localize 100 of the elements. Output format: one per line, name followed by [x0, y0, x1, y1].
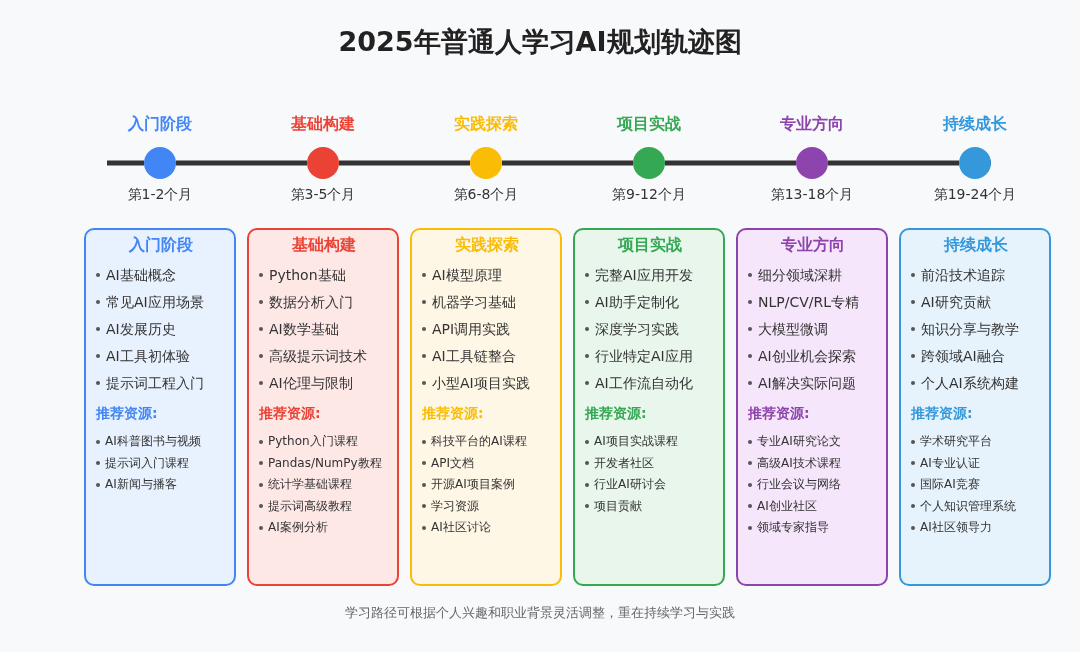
resource-item: 开发者社区	[594, 455, 654, 471]
topic-item: AI基础概念	[106, 265, 176, 284]
topic-item: AI工具链整合	[432, 346, 516, 365]
topic-item: AI研究贡献	[921, 292, 991, 311]
card-title: 持续成长	[944, 235, 1008, 256]
timeline-line	[665, 160, 796, 166]
milestone-dot	[633, 147, 665, 179]
milestone-dot	[470, 147, 502, 179]
resource-item: 学术研究平台	[920, 434, 992, 450]
topic-item: Python基础	[269, 265, 346, 284]
topic-item: 数据分析入门	[269, 292, 353, 311]
section-heading: 推荐资源:	[748, 405, 810, 423]
resource-item: 行业AI研讨会	[594, 477, 666, 493]
resource-item: 学习资源	[431, 498, 479, 514]
duration-label: 第9-12个月	[611, 186, 687, 204]
resource-item: 高级AI技术课程	[757, 455, 841, 471]
topic-item: 深度学习实践	[595, 319, 679, 338]
topic-item: 知识分享与教学	[921, 319, 1019, 338]
topic-item: NLP/CV/RL专精	[758, 292, 860, 311]
stage-card	[899, 228, 1051, 586]
diagram-title: 2025年普通人学习AI规划轨迹图	[337, 25, 743, 59]
topic-item: 机器学习基础	[432, 292, 516, 311]
timeline-line	[176, 160, 307, 166]
topic-item: AI创业机会探索	[758, 346, 856, 365]
duration-label: 第13-18个月	[769, 186, 855, 204]
resource-item: Pandas/NumPy教程	[268, 455, 382, 471]
section-heading: 推荐资源:	[911, 405, 973, 423]
topic-item: 跨领域AI融合	[921, 346, 1005, 365]
section-heading: 推荐资源:	[585, 405, 647, 423]
topic-item: 提示词工程入门	[106, 373, 204, 392]
milestone-dot	[959, 147, 991, 179]
stage-label: 入门阶段	[127, 114, 193, 135]
section-heading: 推荐资源:	[422, 405, 484, 423]
resource-item: AI社区讨论	[431, 520, 491, 536]
resource-item: 国际AI竞赛	[920, 477, 980, 493]
resource-item: 个人知识管理系统	[920, 498, 1016, 514]
topic-item: AI助手定制化	[595, 292, 679, 311]
topic-item: AI发展历史	[106, 319, 176, 338]
duration-label: 第19-24个月	[932, 186, 1018, 204]
card-title: 基础构建	[292, 235, 356, 256]
caption: 学习路径可根据个人兴趣和职业背景灵活调整，重在持续学习与实践	[345, 604, 735, 622]
resource-item: 专业AI研究论文	[757, 434, 841, 450]
topic-item: AI解决实际问题	[758, 373, 856, 392]
topic-item: AI模型原理	[432, 265, 502, 284]
duration-label: 第3-5个月	[289, 186, 357, 204]
timeline-line	[828, 160, 959, 166]
topic-item: AI工具初体验	[106, 346, 190, 365]
stage-label: 实践探索	[453, 114, 519, 135]
milestone-dot	[796, 147, 828, 179]
section-heading: 推荐资源:	[259, 405, 321, 423]
milestone-dot	[307, 147, 339, 179]
timeline-line	[339, 160, 470, 166]
resource-item: 提示词高级教程	[268, 498, 352, 514]
topic-item: 完整AI应用开发	[595, 265, 693, 284]
topic-item: 前沿技术追踪	[921, 265, 1005, 284]
resource-item: 提示词入门课程	[105, 455, 189, 471]
resource-item: 行业会议与网络	[757, 477, 841, 493]
resource-item: 项目贡献	[594, 498, 642, 514]
stage-label: 持续成长	[941, 114, 1008, 135]
resource-item: AI新闻与播客	[105, 477, 177, 493]
card-title: 实践探索	[455, 235, 519, 256]
card-title: 入门阶段	[129, 235, 193, 256]
topic-item: AI伦理与限制	[269, 373, 353, 392]
topic-item: 细分领域深耕	[758, 265, 842, 284]
timeline-line	[502, 160, 633, 166]
resource-item: AI项目实战课程	[594, 434, 678, 450]
stage-card	[736, 228, 888, 586]
resource-item: 领域专家指导	[757, 520, 829, 536]
topic-item: 高级提示词技术	[269, 346, 367, 365]
topic-item: AI工作流自动化	[595, 373, 693, 392]
topic-item: API调用实践	[432, 319, 511, 338]
topic-item: 常见AI应用场景	[106, 292, 204, 311]
resource-item: AI社区领导力	[920, 520, 992, 536]
resource-item: API文档	[431, 455, 474, 471]
card-title: 项目实战	[618, 235, 682, 256]
resource-item: AI创业社区	[757, 498, 817, 514]
resource-item: 开源AI项目案例	[431, 477, 515, 493]
card-title: 专业方向	[781, 235, 845, 256]
resource-item: Python入门课程	[268, 434, 358, 450]
stage-label: 专业方向	[779, 114, 845, 135]
stage-card	[84, 228, 236, 586]
stage-card	[247, 228, 399, 586]
duration-label: 第1-2个月	[126, 186, 194, 204]
topic-item: 小型AI项目实践	[432, 373, 530, 392]
resource-item: AI案例分析	[268, 520, 328, 536]
topic-item: 个人AI系统构建	[921, 373, 1019, 392]
topic-item: 大模型微调	[758, 319, 828, 338]
stage-card	[573, 228, 725, 586]
resource-item: 统计学基础课程	[268, 477, 352, 493]
resource-item: AI科普图书与视频	[105, 434, 201, 450]
resource-item: 科技平台的AI课程	[431, 434, 527, 450]
topic-item: AI数学基础	[269, 319, 339, 338]
stage-card	[410, 228, 562, 586]
milestone-dot	[144, 147, 176, 179]
duration-label: 第6-8个月	[452, 186, 520, 204]
section-heading: 推荐资源:	[96, 405, 158, 423]
stage-label: 项目实战	[615, 114, 682, 135]
stage-label: 基础构建	[290, 114, 356, 135]
resource-item: AI专业认证	[920, 455, 980, 471]
topic-item: 行业特定AI应用	[595, 346, 693, 365]
